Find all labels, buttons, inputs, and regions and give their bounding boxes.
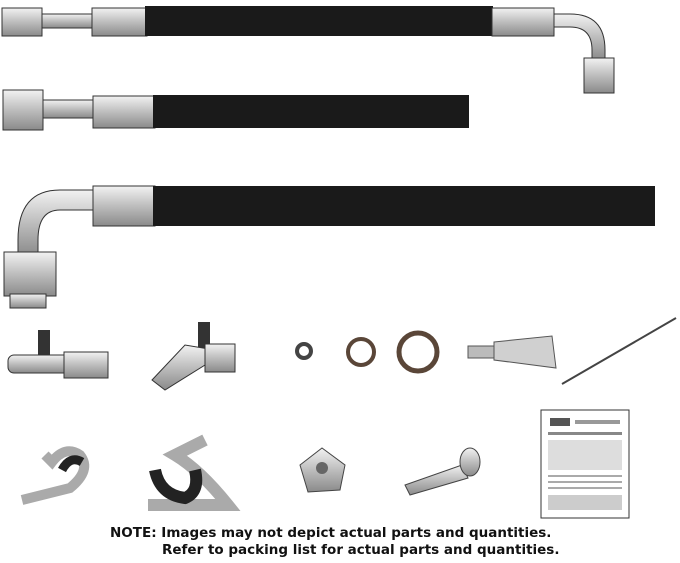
note-line-1: NOTE: Images may not depict actual parts… (110, 525, 552, 541)
service-port-fitting-straight (7, 330, 109, 379)
o-ring-medium (346, 337, 376, 367)
note-line-2: Refer to packing list for actual parts a… (162, 542, 560, 558)
hose-clamp-large (148, 434, 241, 511)
machine-screw (404, 447, 481, 496)
cable-tie (561, 317, 677, 385)
hose-assembly-1 (1, 6, 615, 94)
o-ring-large (396, 330, 440, 374)
o-ring-small (295, 342, 313, 360)
hose-clamp-small (20, 446, 90, 505)
hose-assembly-3 (3, 185, 655, 309)
service-port-fitting-angled (151, 322, 236, 391)
hose-assembly-2 (2, 89, 469, 131)
lubricant-tube (467, 335, 557, 369)
instruction-sheet (540, 409, 630, 519)
lock-nut (299, 447, 346, 493)
